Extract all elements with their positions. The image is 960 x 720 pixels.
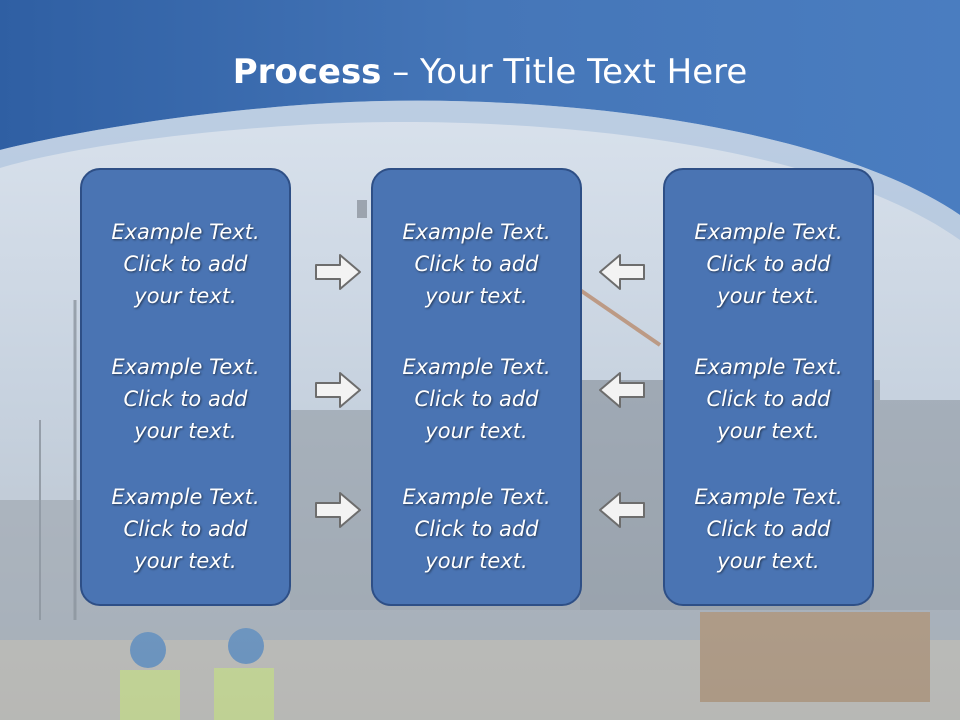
panel-text-block[interactable]: Example Text. Click to add your text. [665, 351, 872, 447]
text-line: your text. [425, 419, 528, 443]
text-line: your text. [425, 284, 528, 308]
text-line: your text. [134, 549, 237, 573]
text-line: Click to add [706, 252, 831, 276]
panel-left[interactable]: Example Text. Click to add your text. Ex… [80, 168, 291, 606]
title-rest: – Your Title Text Here [381, 52, 748, 92]
arrow-right-icon [315, 254, 361, 290]
text-line: Click to add [123, 252, 248, 276]
text-line: Click to add [123, 387, 248, 411]
panel-text-block[interactable]: Example Text. Click to add your text. [82, 216, 289, 312]
text-line: Example Text. [402, 220, 551, 244]
text-line: your text. [717, 419, 820, 443]
arrow-left-icon [599, 254, 645, 290]
text-line: your text. [134, 419, 237, 443]
arrow-right-icon [315, 492, 361, 528]
text-line: your text. [425, 549, 528, 573]
panel-text-block[interactable]: Example Text. Click to add your text. [373, 351, 580, 447]
text-line: Example Text. [694, 220, 843, 244]
panel-right[interactable]: Example Text. Click to add your text. Ex… [663, 168, 874, 606]
text-line: Example Text. [402, 485, 551, 509]
slide-title[interactable]: Process – Your Title Text Here [0, 52, 960, 92]
text-line: Example Text. [694, 355, 843, 379]
title-bold: Process [232, 52, 382, 92]
arrow-left-icon [599, 372, 645, 408]
text-line: Example Text. [111, 485, 260, 509]
text-line: Click to add [706, 387, 831, 411]
text-line: Example Text. [402, 355, 551, 379]
arrow-right-icon [315, 372, 361, 408]
panel-text-block[interactable]: Example Text. Click to add your text. [665, 481, 872, 577]
text-line: Click to add [706, 517, 831, 541]
text-line: Click to add [414, 252, 539, 276]
text-line: your text. [717, 549, 820, 573]
panel-text-block[interactable]: Example Text. Click to add your text. [665, 216, 872, 312]
text-line: your text. [134, 284, 237, 308]
panel-text-block[interactable]: Example Text. Click to add your text. [373, 216, 580, 312]
panel-text-block[interactable]: Example Text. Click to add your text. [82, 351, 289, 447]
panel-text-block[interactable]: Example Text. Click to add your text. [82, 481, 289, 577]
arrow-left-icon [599, 492, 645, 528]
text-line: your text. [717, 284, 820, 308]
text-line: Click to add [414, 517, 539, 541]
text-line: Example Text. [694, 485, 843, 509]
panel-text-block[interactable]: Example Text. Click to add your text. [373, 481, 580, 577]
panel-center[interactable]: Example Text. Click to add your text. Ex… [371, 168, 582, 606]
text-line: Example Text. [111, 220, 260, 244]
text-line: Click to add [414, 387, 539, 411]
text-line: Click to add [123, 517, 248, 541]
text-line: Example Text. [111, 355, 260, 379]
